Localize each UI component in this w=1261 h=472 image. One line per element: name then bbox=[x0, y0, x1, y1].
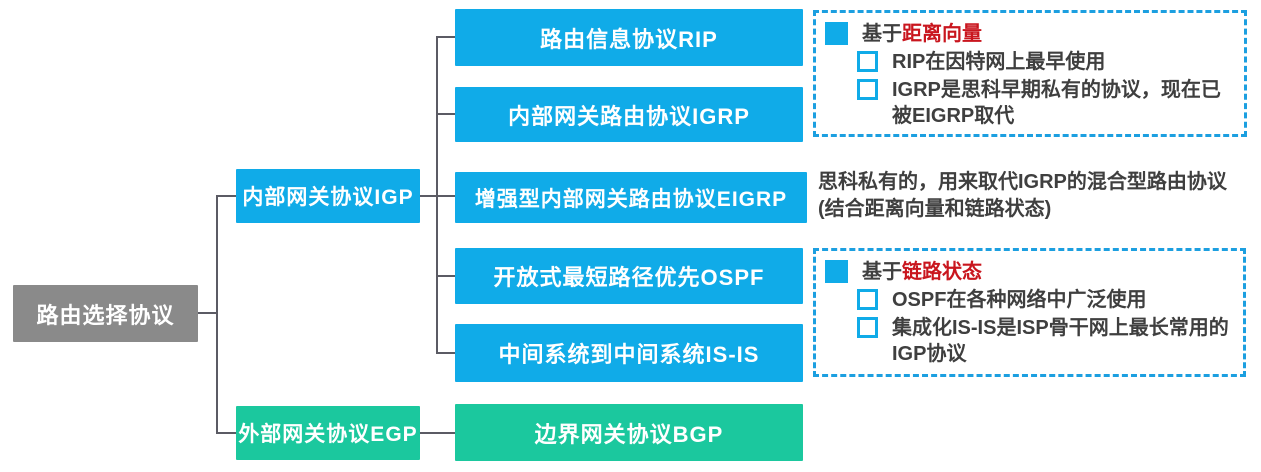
filled-square-icon bbox=[825, 260, 848, 283]
hollow-square-icon bbox=[857, 317, 878, 338]
filled-square-icon bbox=[825, 22, 848, 45]
panel-item-label: OSPF在各种网络中广泛使用 bbox=[892, 289, 1147, 311]
connector-spine-to-igp bbox=[216, 195, 236, 197]
panel-item: OSPF在各种网络中广泛使用 bbox=[857, 287, 1233, 313]
hollow-square-icon bbox=[857, 289, 878, 310]
node-ospf: 开放式最短路径优先OSPF bbox=[455, 248, 803, 304]
highlight-text: 距离向量 bbox=[902, 23, 982, 45]
node-eigrp: 增强型内部网关路由协议EIGRP bbox=[455, 172, 807, 223]
panel-header-label: 基于距离向量 bbox=[862, 23, 982, 45]
panel-header-label: 基于链路状态 bbox=[862, 261, 982, 283]
panel-header-row: 基于链路状态 bbox=[825, 259, 1233, 285]
connector-children-spine bbox=[436, 37, 438, 354]
panel-item: IGRP是思科早期私有的协议，现在已被EIGRP取代 bbox=[857, 77, 1234, 129]
node-isis: 中间系统到中间系统IS-IS bbox=[455, 324, 803, 382]
node-igrp: 内部网关路由协议IGRP bbox=[455, 87, 803, 142]
connector-spine-to-rip bbox=[436, 36, 455, 38]
panel-item: RIP在因特网上最早使用 bbox=[857, 49, 1234, 75]
panel-header-row: 基于距离向量 bbox=[825, 21, 1234, 47]
hollow-square-icon bbox=[857, 79, 878, 100]
connector-spine-to-isis bbox=[436, 352, 455, 354]
connector-spine-to-igrp bbox=[436, 113, 455, 115]
node-bgp: 边界网关协议BGP bbox=[455, 404, 803, 461]
connector-egp-to-bgp bbox=[420, 432, 455, 434]
node-igp: 内部网关协议IGP bbox=[236, 169, 420, 223]
eigrp-note-line2: (结合距离向量和链路状态) bbox=[818, 198, 1052, 220]
panel-item-label: IGRP是思科早期私有的协议，现在已被EIGRP取代 bbox=[892, 79, 1221, 127]
highlight-text: 链路状态 bbox=[902, 261, 982, 283]
connector-spine-to-egp bbox=[216, 432, 236, 434]
panel-item: 集成化IS-IS是ISP骨干网上最长常用的IGP协议 bbox=[857, 315, 1233, 367]
panel-item-label: RIP在因特网上最早使用 bbox=[892, 51, 1106, 73]
connector-igp-egp-spine bbox=[216, 195, 218, 434]
panel-distance-vector: 基于距离向量 RIP在因特网上最早使用 IGRP是思科早期私有的协议，现在已被E… bbox=[813, 10, 1247, 137]
connector-spine-to-ospf bbox=[436, 275, 455, 277]
hollow-square-icon bbox=[857, 51, 878, 72]
connector-root-to-spine bbox=[198, 312, 218, 314]
eigrp-note-line1: 思科私有的，用来取代IGRP的混合型路由协议 bbox=[818, 171, 1227, 193]
node-rip: 路由信息协议RIP bbox=[455, 9, 803, 66]
node-routing-protocol-selection: 路由选择协议 bbox=[13, 285, 198, 342]
eigrp-note: 思科私有的，用来取代IGRP的混合型路由协议 (结合距离向量和链路状态) bbox=[818, 169, 1260, 223]
panel-link-state: 基于链路状态 OSPF在各种网络中广泛使用 集成化IS-IS是ISP骨干网上最长… bbox=[813, 248, 1246, 377]
panel-item-label: 集成化IS-IS是ISP骨干网上最长常用的IGP协议 bbox=[892, 317, 1229, 365]
node-egp: 外部网关协议EGP bbox=[236, 406, 420, 460]
